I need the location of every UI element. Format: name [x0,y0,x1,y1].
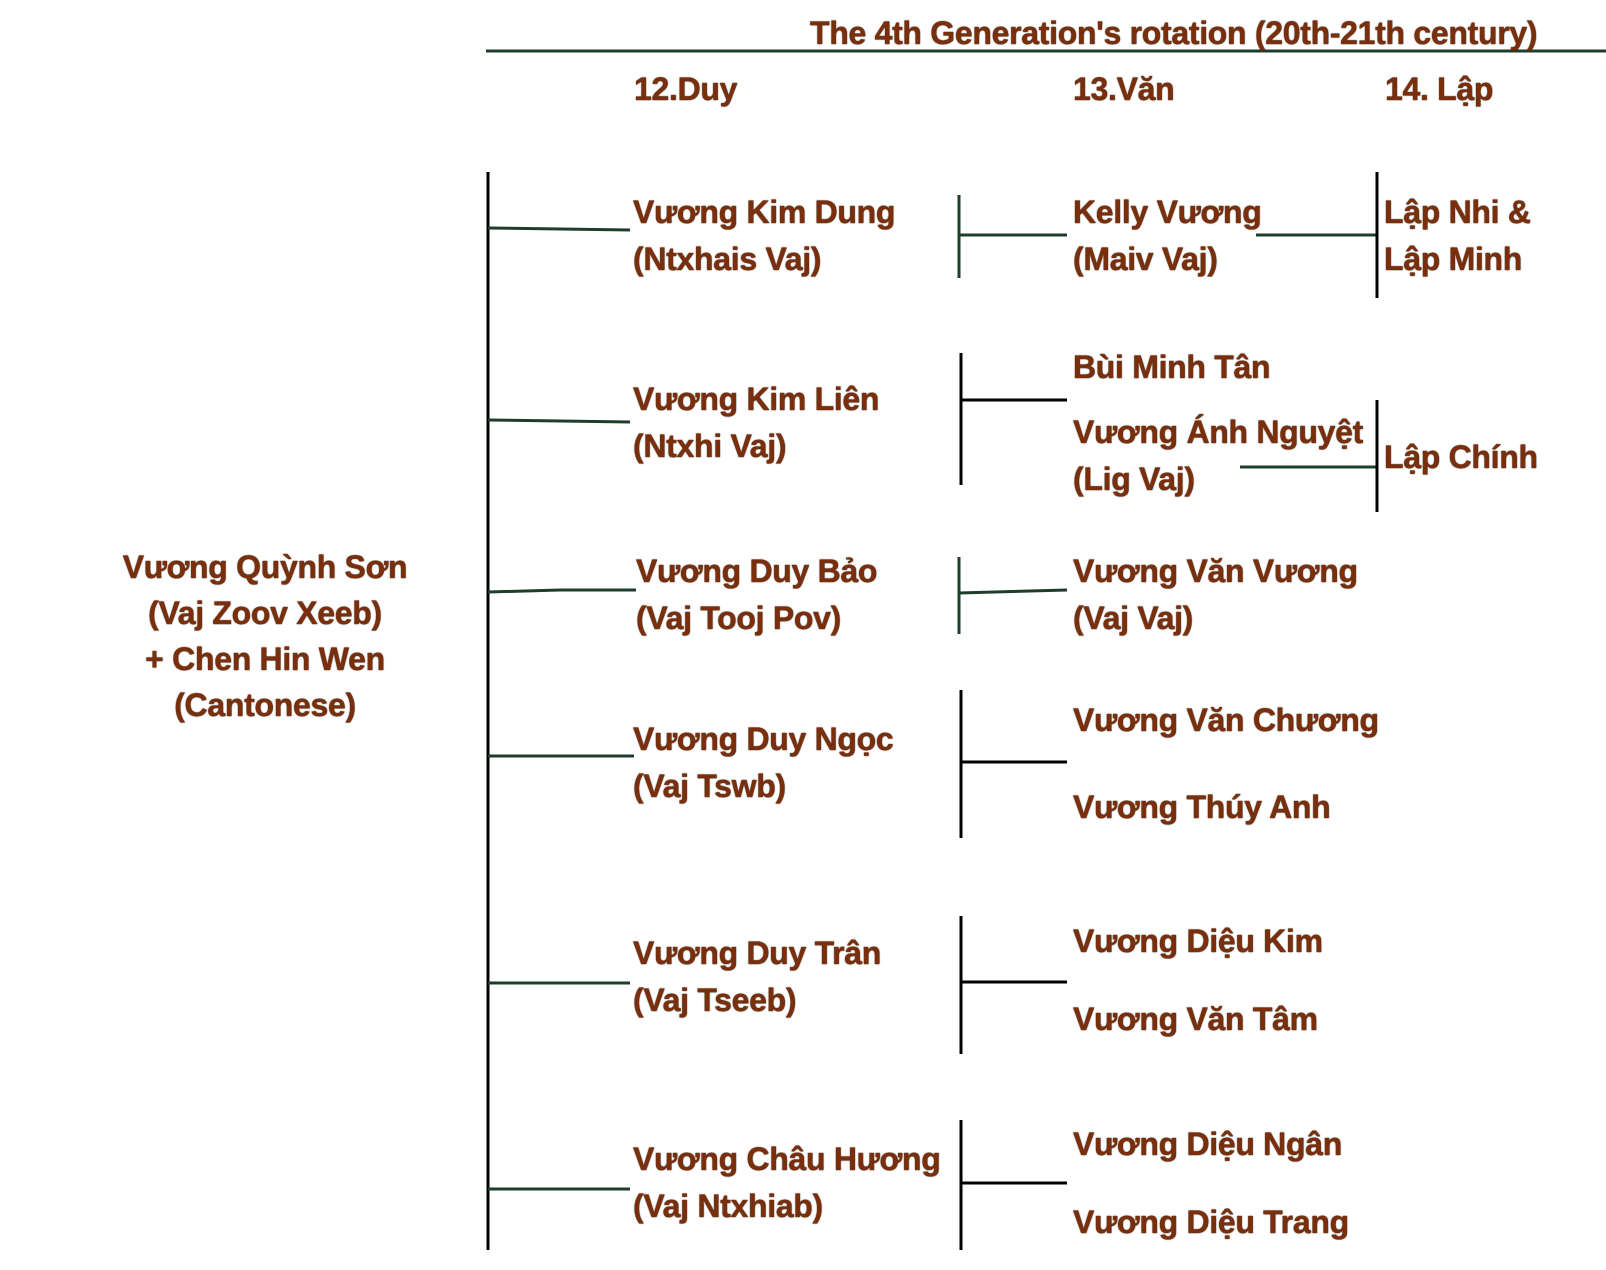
child-hmong-name: (Vaj Ntxhiab) [633,1188,823,1224]
generation-header-14: 14. Lập [1385,71,1494,107]
grandchild-name: Kelly Vương [1073,194,1262,230]
child-hmong-name: (Vaj Tswb) [633,768,786,804]
grandchild-name: Vương Văn Vương [1073,553,1358,589]
grandchild-name: Vương Diệu Ngân [1073,1126,1342,1162]
grandchild-hmong-name: (Maiv Vaj) [1073,241,1218,277]
branch-child-3 [487,588,561,594]
generation-header-12: 12.Duy [634,71,738,107]
root-name: Vương Quỳnh Sơn [122,549,408,585]
branch-child-1 [487,226,631,232]
diagram-title: The 4th Generation's rotation (20th-21th… [810,15,1538,51]
child-hmong-name: (Vaj Tooj Pov) [636,600,842,636]
grandchild-name: Bùi Minh Tân [1073,349,1271,385]
child-name: Vương Duy Ngọc [633,721,894,757]
grandchild-name: Vương Văn Tâm [1073,1001,1318,1037]
child-name: Vương Châu Hương [633,1141,941,1177]
branch-child-2 [487,418,631,424]
grandchild-name: Vương Văn Chương [1073,702,1379,738]
grandchild-name: Vương Diệu Trang [1073,1204,1349,1240]
grandchild-name: Vương Ánh Nguyệt [1073,414,1363,450]
child-hmong-name: (Vaj Tseeb) [633,982,797,1018]
great-grandchild-name: Lập Minh [1384,241,1523,277]
grandchild-hmong-name: (Vaj Vaj) [1073,600,1194,636]
child-name: Vương Duy Bảo [636,553,878,589]
generation-header-13: 13.Văn [1073,71,1175,107]
root-person: Vương Quỳnh Sơn (Vaj Zoov Xeeb) + Chen H… [105,544,425,728]
root-spouse-note: (Cantonese) [174,687,356,723]
root-hmong-name: (Vaj Zoov Xeeb) [148,595,382,631]
grandchild-name: Vương Diệu Kim [1073,923,1323,959]
child-name: Vương Kim Liên [633,381,880,417]
child-hmong-name: (Ntxhais Vaj) [633,241,822,277]
child-name: Vương Kim Dung [633,194,896,230]
grandchild-name: Vương Thúy Anh [1073,789,1331,825]
child-name: Vương Duy Trân [633,935,881,971]
root-spouse: + Chen Hin Wen [145,641,385,677]
child-hmong-name: (Ntxhi Vaj) [633,428,787,464]
sub-branch-3 [958,588,1068,595]
grandchild-hmong-name: (Lig Vaj) [1073,461,1195,497]
great-grandchild-name: Lập Chính [1384,439,1538,475]
great-grandchild-name: Lập Nhi & [1384,194,1531,230]
